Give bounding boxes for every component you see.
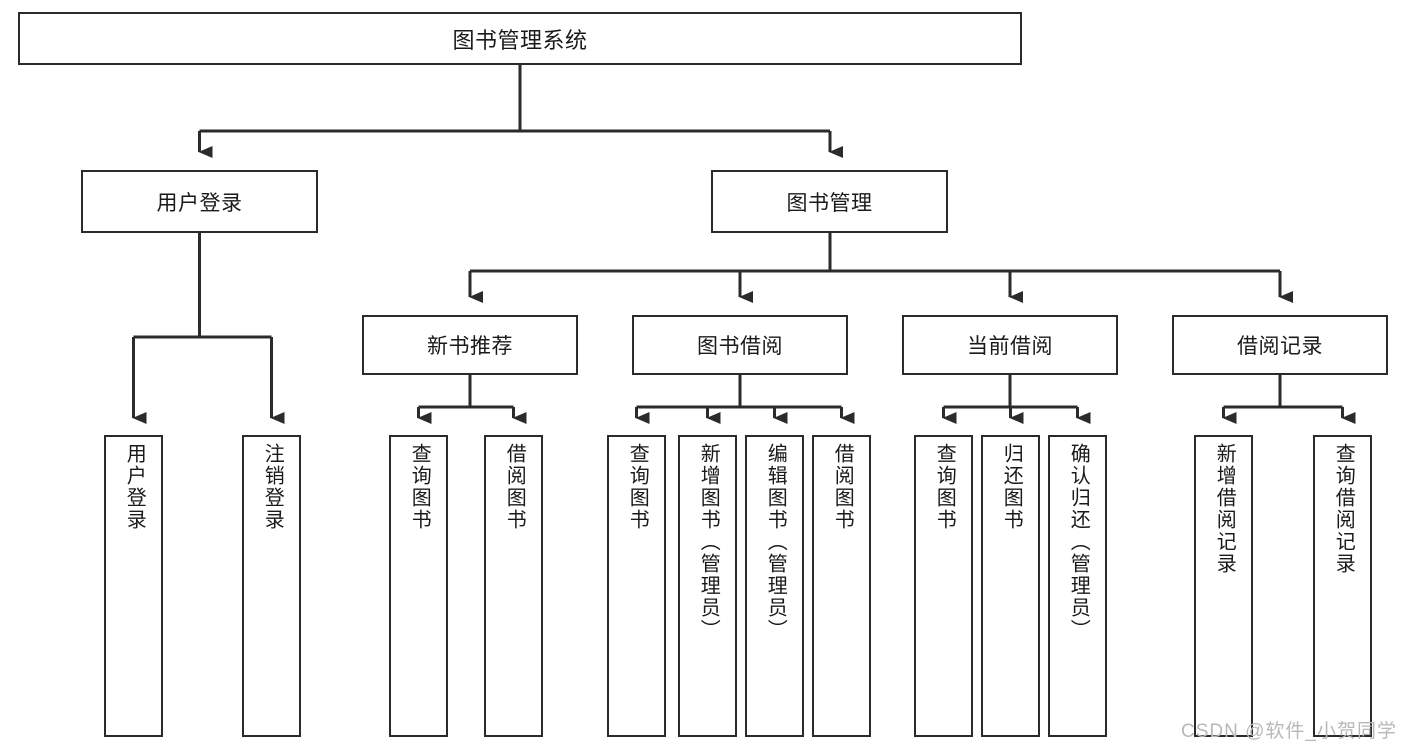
leaf-label: 确认归还（管理员） [1067, 443, 1090, 641]
leaf-wrap: 查询图书 [609, 443, 664, 735]
leaf-wrap: 归还图书 [983, 443, 1038, 735]
node-root-system[interactable]: 图书管理系统 [18, 12, 1022, 65]
leaf-label: 查询图书 [626, 443, 649, 531]
leaf-label: 借阅图书 [831, 443, 854, 531]
leaf-wrap: 借阅图书 [486, 443, 541, 735]
node-new-book-recommend[interactable]: 新书推荐 [362, 315, 578, 375]
leaf-wrap: 确认归还（管理员） [1050, 443, 1105, 735]
leaf-wrap: 新增图书（管理员） [680, 443, 735, 735]
leaf-node[interactable]: 新增图书（管理员） [678, 435, 737, 737]
leaf-label: 用户登录 [123, 443, 146, 531]
leaf-wrap: 借阅图书 [814, 443, 869, 735]
leaf-node[interactable]: 借阅图书 [812, 435, 871, 737]
leaf-node[interactable]: 查询图书 [914, 435, 973, 737]
leaf-wrap: 查询图书 [391, 443, 446, 735]
node-user-login[interactable]: 用户登录 [81, 170, 318, 233]
leaf-wrap: 注销登录 [244, 443, 299, 735]
leaf-label: 新增图书（管理员） [697, 443, 720, 641]
node-current-borrow-label: 当前借阅 [967, 335, 1053, 358]
node-book-borrow[interactable]: 图书借阅 [632, 315, 848, 375]
node-book-management[interactable]: 图书管理 [711, 170, 948, 233]
leaf-wrap: 查询借阅记录 [1315, 443, 1370, 735]
leaf-node[interactable]: 编辑图书（管理员） [745, 435, 804, 737]
node-user-login-label: 用户登录 [156, 191, 243, 215]
node-root-label: 图书管理系统 [452, 27, 588, 53]
leaf-node[interactable]: 归还图书 [981, 435, 1040, 737]
csdn-watermark: CSDN @软件_小贺同学 [1181, 721, 1397, 742]
leaf-node[interactable]: 查询借阅记录 [1313, 435, 1372, 737]
leaf-label: 借阅图书 [503, 443, 526, 531]
leaf-label: 归还图书 [1000, 443, 1023, 531]
leaf-wrap: 编辑图书（管理员） [747, 443, 802, 735]
node-current-borrow[interactable]: 当前借阅 [902, 315, 1118, 375]
leaf-node[interactable]: 借阅图书 [484, 435, 543, 737]
leaf-wrap: 用户登录 [106, 443, 161, 735]
node-book-borrow-label: 图书借阅 [697, 335, 783, 358]
leaf-label: 注销登录 [261, 443, 284, 531]
leaf-label: 新增借阅记录 [1213, 443, 1236, 575]
node-borrow-records-label: 借阅记录 [1237, 335, 1323, 358]
leaf-node[interactable]: 查询图书 [389, 435, 448, 737]
leaf-node[interactable]: 注销登录 [242, 435, 301, 737]
node-new-book-recommend-label: 新书推荐 [427, 335, 513, 358]
leaf-node[interactable]: 查询图书 [607, 435, 666, 737]
leaf-node[interactable]: 新增借阅记录 [1194, 435, 1253, 737]
leaf-label: 查询借阅记录 [1332, 443, 1355, 575]
leaf-node[interactable]: 用户登录 [104, 435, 163, 737]
leaf-label: 查询图书 [933, 443, 956, 531]
node-borrow-records[interactable]: 借阅记录 [1172, 315, 1388, 375]
leaf-node[interactable]: 确认归还（管理员） [1048, 435, 1107, 737]
leaf-label: 编辑图书（管理员） [764, 443, 787, 641]
leaf-label: 查询图书 [408, 443, 431, 531]
leaf-wrap: 新增借阅记录 [1196, 443, 1251, 735]
leaf-wrap: 查询图书 [916, 443, 971, 735]
node-book-management-label: 图书管理 [786, 191, 873, 215]
